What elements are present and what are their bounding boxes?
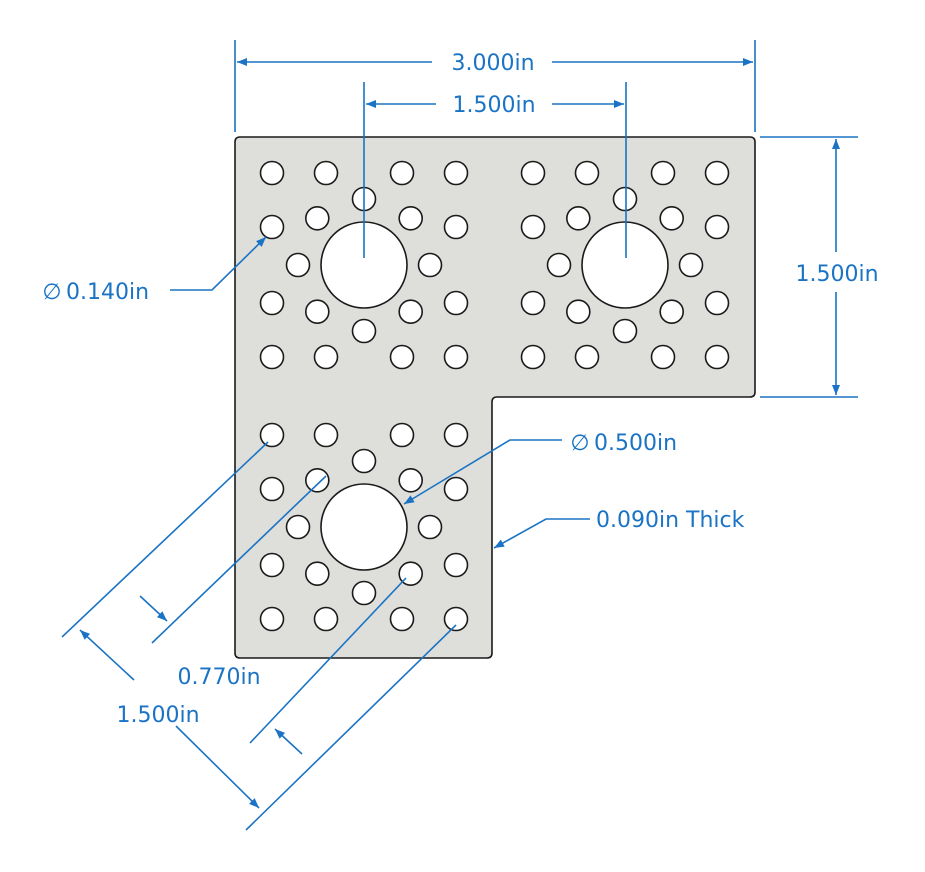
small-hole bbox=[443, 552, 469, 578]
small-hole bbox=[520, 160, 546, 186]
small-hole bbox=[285, 252, 311, 278]
small-hole bbox=[443, 160, 469, 186]
small-hole bbox=[704, 214, 730, 240]
small-hole bbox=[259, 160, 285, 186]
small-hole bbox=[520, 344, 546, 370]
small-hole bbox=[285, 514, 311, 540]
small-hole bbox=[704, 290, 730, 316]
small-hole bbox=[313, 160, 339, 186]
small-hole-dia-symbol: ∅ bbox=[42, 280, 61, 305]
small-hole bbox=[443, 422, 469, 448]
small-hole bbox=[612, 186, 638, 212]
small-hole bbox=[443, 344, 469, 370]
small-hole bbox=[443, 606, 469, 632]
dim-diag-offset: 0.770in bbox=[139, 475, 407, 755]
small-hole bbox=[259, 552, 285, 578]
small-hole bbox=[650, 160, 676, 186]
small-hole bbox=[650, 344, 676, 370]
small-hole bbox=[389, 422, 415, 448]
dim-diag-leg: 1.500in bbox=[61, 441, 457, 831]
small-hole bbox=[574, 344, 600, 370]
small-hole bbox=[313, 344, 339, 370]
small-hole bbox=[304, 467, 330, 493]
small-hole bbox=[259, 476, 285, 502]
small-hole bbox=[612, 318, 638, 344]
small-hole bbox=[304, 561, 330, 587]
small-hole bbox=[565, 299, 591, 325]
dim-leg-height: 1.500in bbox=[760, 136, 879, 398]
small-hole bbox=[351, 318, 377, 344]
small-hole bbox=[704, 160, 730, 186]
small-hole bbox=[351, 448, 377, 474]
small-hole bbox=[259, 422, 285, 448]
large-hole bbox=[581, 221, 669, 309]
small-hole bbox=[678, 252, 704, 278]
hole-pattern bbox=[259, 160, 730, 632]
small-hole bbox=[659, 206, 685, 231]
small-hole bbox=[313, 606, 339, 632]
small-hole bbox=[417, 252, 443, 278]
small-hole bbox=[704, 344, 730, 370]
large-hole-dia-symbol: ∅ bbox=[570, 431, 589, 456]
small-hole bbox=[313, 422, 339, 448]
diag-leg-label: 1.500in bbox=[116, 703, 199, 728]
dim-thickness: 0.090in Thick bbox=[493, 508, 745, 549]
overall-width-label: 3.000in bbox=[451, 51, 534, 76]
hub-spacing-label: 1.500in bbox=[452, 93, 535, 118]
small-hole bbox=[351, 580, 377, 606]
thickness-label: 0.090in Thick bbox=[596, 508, 745, 533]
small-hole bbox=[659, 299, 685, 325]
small-hole bbox=[304, 206, 330, 231]
small-hole bbox=[520, 290, 546, 316]
small-hole bbox=[389, 606, 415, 632]
small-hole bbox=[259, 214, 285, 240]
small-hole bbox=[574, 160, 600, 186]
dim-large-hole: ∅ 0.500in bbox=[403, 431, 677, 505]
small-hole bbox=[259, 606, 285, 632]
small-hole bbox=[304, 299, 330, 325]
small-hole bbox=[259, 344, 285, 370]
large-hole-dia-label: 0.500in bbox=[594, 431, 677, 456]
small-hole bbox=[443, 290, 469, 316]
dim-overall-width: 3.000in bbox=[234, 40, 756, 132]
dim-small-hole: ∅ 0.140in bbox=[42, 236, 267, 305]
diag-offset-label: 0.770in bbox=[177, 665, 260, 690]
small-hole bbox=[259, 290, 285, 316]
small-hole bbox=[417, 514, 443, 540]
small-hole bbox=[546, 252, 572, 278]
large-hole bbox=[320, 483, 408, 571]
small-hole-dia-label: 0.140in bbox=[66, 280, 149, 305]
small-hole bbox=[389, 160, 415, 186]
small-hole bbox=[398, 299, 424, 325]
leg-height-label: 1.500in bbox=[795, 262, 878, 287]
small-hole bbox=[398, 467, 424, 493]
small-hole bbox=[398, 206, 424, 231]
small-hole bbox=[443, 476, 469, 502]
small-hole bbox=[565, 206, 591, 231]
small-hole bbox=[520, 214, 546, 240]
small-hole bbox=[443, 214, 469, 240]
dim-hub-spacing: 1.500in bbox=[363, 82, 627, 258]
small-hole bbox=[389, 344, 415, 370]
